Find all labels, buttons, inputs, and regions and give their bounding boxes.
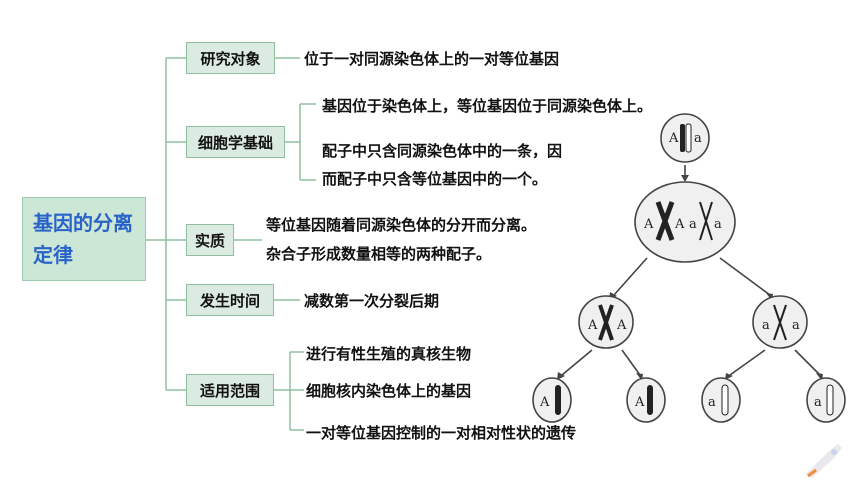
gamete-cell: A: [626, 377, 666, 423]
root-topic-label: 基因的分离定律: [33, 211, 133, 267]
gamete-cell: A: [532, 377, 572, 423]
allele-label: a: [814, 395, 822, 410]
allele-label: a: [689, 217, 697, 232]
description-text: 配子中只含同源染色体中的一条，因: [322, 142, 563, 160]
middle-cell: A A a a: [634, 181, 736, 263]
branch-label: 细胞学基础: [197, 133, 273, 152]
secondary-cell-left: A A: [578, 295, 634, 349]
secondary-cell-right: a a: [752, 295, 808, 349]
branch-label: 研究对象: [200, 49, 261, 68]
branch-scope: 适用范围: [186, 374, 274, 406]
branch-label: 实质: [194, 231, 225, 250]
description-text: 减数第一次分裂后期: [304, 292, 440, 310]
allele-label: a: [762, 318, 770, 333]
branch-research-object: 研究对象: [186, 42, 275, 74]
allele-label: a: [708, 395, 716, 410]
branch-cytological-basis: 细胞学基础: [186, 126, 285, 158]
rocket-icon: [806, 444, 842, 478]
allele-label: a: [694, 131, 702, 146]
allele-label: a: [792, 318, 800, 333]
allele-label: A: [643, 217, 654, 232]
gamete-cell: a: [806, 377, 846, 423]
description-text: 等位基因随着同源染色体的分开而分离。: [266, 216, 537, 234]
branch-label: 适用范围: [199, 381, 260, 400]
description-text: 杂合子形成数量相等的两种配子。: [266, 245, 492, 263]
allele-label: A: [668, 131, 679, 146]
allele-label: A: [539, 395, 550, 410]
branch-label: 发生时间: [199, 291, 260, 310]
allele-label: A: [674, 217, 685, 232]
allele-label: A: [616, 318, 627, 333]
description-text: 进行有性生殖的真核生物: [306, 345, 472, 363]
description-text: 细胞核内染色体上的基因: [306, 382, 472, 400]
branch-essence: 实质: [186, 224, 234, 256]
allele-label: A: [587, 318, 598, 333]
description-text: 一对等位基因控制的一对相对性状的遗传: [306, 424, 577, 442]
allele-label: a: [714, 217, 722, 232]
description-text: 位于一对同源染色体上的一对等位基因: [304, 50, 560, 68]
description-text: 基因位于染色体上，等位基因位于同源染色体上。: [322, 97, 653, 115]
top-cell: A a: [660, 113, 710, 163]
description-text: 而配子中只含等位基因中的一个。: [322, 170, 548, 188]
allele-label: A: [634, 395, 645, 410]
branch-occurrence-time: 发生时间: [186, 284, 274, 316]
root-topic: 基因的分离定律: [22, 197, 146, 281]
gamete-cell: a: [701, 377, 741, 423]
